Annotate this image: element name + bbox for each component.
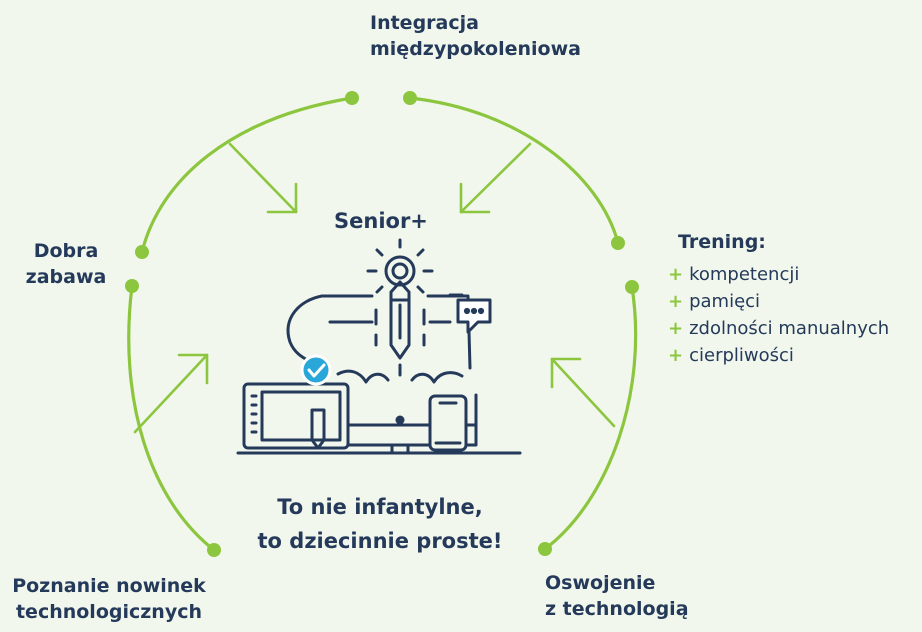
dot: [135, 245, 149, 259]
tablet-icon: [242, 382, 350, 450]
plus-icon: +: [668, 291, 684, 312]
tagline-line1: To nie infantylne,: [277, 495, 483, 519]
central-illustration: [236, 238, 522, 455]
dot: [611, 236, 625, 250]
label-training-title: Trening:: [678, 231, 766, 253]
chat-bubble-icon: [448, 293, 492, 334]
label-tech-familiarity-line2: z technologią: [545, 598, 689, 620]
label-fun-line2: zabawa: [25, 266, 107, 288]
inward-arrows: [133, 142, 616, 434]
dot: [538, 542, 552, 556]
label-integration-line2: międzypokoleniowa: [370, 38, 581, 60]
label-tech-news: Poznanie nowinek technologicznych: [4, 573, 214, 625]
training-item-label: zdolności manualnych: [689, 318, 890, 339]
training-item: +pamięci: [668, 288, 889, 315]
arrow-bottom-right: [550, 357, 616, 428]
dot: [207, 543, 221, 557]
arc-left: [127, 284, 216, 552]
training-item: +zdolności manualnych: [668, 315, 889, 342]
plus-icon: +: [668, 264, 684, 285]
tagline: To nie infantylne, to dziecinnie proste!: [230, 490, 530, 558]
tagline-line2: to dziecinnie proste!: [257, 529, 503, 553]
arrow-top-right: [459, 142, 532, 214]
training-item-label: kompetencji: [689, 264, 800, 285]
arc-dots: [125, 91, 639, 557]
training-item: +kompetencji: [668, 261, 889, 288]
label-tech-familiarity-line1: Oswojenie: [545, 572, 656, 594]
label-fun-line1: Dobra: [33, 240, 99, 262]
plus-icon: +: [668, 318, 684, 339]
training-list: +kompetencji +pamięci +zdolności manualn…: [668, 261, 889, 369]
plus-icon: +: [668, 345, 684, 366]
lightbulb-pencil-icon: [366, 238, 434, 377]
arc-right: [543, 285, 638, 551]
arrow-top-left: [228, 142, 298, 214]
training-item: +cierpliwości: [668, 342, 889, 369]
center-title: Senior+: [334, 209, 428, 233]
label-tech-familiarity: Oswojenie z technologią: [545, 570, 689, 622]
check-badge-icon: [300, 354, 332, 386]
dot: [125, 279, 139, 293]
cycle-arcs: [127, 96, 638, 552]
label-integration: Integracja międzypokoleniowa: [370, 10, 581, 62]
arrow-bottom-left: [133, 353, 209, 434]
label-tech-news-line2: technologicznych: [15, 601, 203, 623]
label-tech-news-line1: Poznanie nowinek: [12, 575, 206, 597]
label-fun: Dobra zabawa: [24, 238, 108, 290]
label-integration-line1: Integracja: [370, 12, 479, 34]
dot: [403, 91, 417, 105]
training-item-label: pamięci: [689, 291, 761, 312]
arc-top-left: [140, 96, 354, 254]
screen-outline: [320, 294, 472, 370]
dot: [625, 280, 639, 294]
phone-icon: [428, 394, 468, 452]
dot: [345, 91, 359, 105]
arc-top-right: [408, 96, 620, 245]
training-item-label: cierpliwości: [689, 345, 794, 366]
